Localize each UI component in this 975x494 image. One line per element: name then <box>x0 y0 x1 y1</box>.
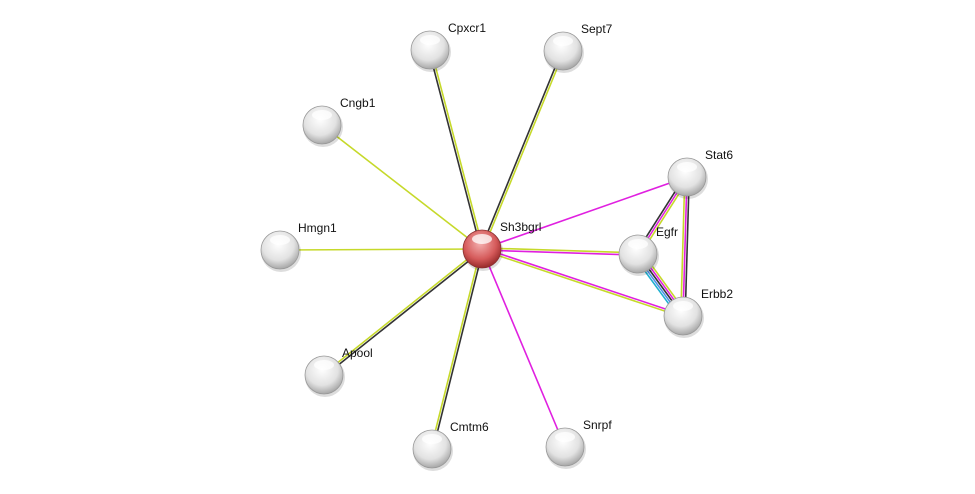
edge-evidence-textmining <box>481 249 683 318</box>
node-highlight <box>673 301 693 311</box>
node-highlight <box>422 434 442 444</box>
edge-sh3bgrl-stat6[interactable] <box>481 176 688 250</box>
edge-evidence-textmining <box>321 124 483 250</box>
node-cngb1[interactable]: Cngb1 <box>302 96 376 147</box>
node-cpxcr1[interactable]: Cpxcr1 <box>410 21 486 72</box>
edge-sh3bgrl-egfr[interactable] <box>481 247 639 256</box>
node-label: Erbb2 <box>701 287 733 301</box>
edge-evidence-coexpression <box>324 249 484 377</box>
edge-sh3bgrl-apool[interactable] <box>322 247 484 377</box>
edge-evidence-experiments <box>481 248 566 448</box>
node-highlight <box>312 110 332 120</box>
node-label: Sh3bgrl <box>500 220 541 234</box>
edge-sh3bgrl-cngb1[interactable] <box>321 124 483 250</box>
edge-sh3bgrl-sept7[interactable] <box>480 50 565 250</box>
edge-evidence-experiments <box>682 176 688 317</box>
node-stat6[interactable]: Stat6 <box>667 148 733 199</box>
node-label: Cmtm6 <box>450 420 489 434</box>
node-highlight <box>472 234 492 244</box>
edge-evidence-coexpression <box>432 249 484 450</box>
node-highlight <box>314 360 334 370</box>
edge-evidence-textmining <box>680 176 686 316</box>
node-label: Apool <box>342 346 373 360</box>
edge-evidence-textmining <box>482 247 639 254</box>
node-label: Sept7 <box>581 22 613 36</box>
edge-evidence-textmining <box>482 51 565 250</box>
edge-sh3bgrl-hmgn1[interactable] <box>279 248 483 251</box>
node-highlight <box>555 432 575 442</box>
node-highlight <box>270 235 290 245</box>
node-sh3bgrl[interactable]: Sh3bgrl <box>462 220 541 271</box>
edge-evidence-coexpression <box>428 50 482 250</box>
node-highlight <box>420 35 440 45</box>
node-label: Cpxcr1 <box>448 21 486 35</box>
edge-sh3bgrl-erbb2[interactable] <box>481 247 684 318</box>
edge-sh3bgrl-cmtm6[interactable] <box>430 248 484 450</box>
edge-evidence-coexpression <box>684 177 690 317</box>
edge-evidence-experiments <box>481 249 638 256</box>
node-hmgn1[interactable]: Hmgn1 <box>260 221 337 272</box>
node-egfr[interactable]: Egfr <box>618 225 678 276</box>
node-label: Snrpf <box>583 418 612 432</box>
edge-evidence-textmining <box>430 49 484 249</box>
node-highlight <box>677 162 697 172</box>
node-label: Stat6 <box>705 148 733 162</box>
node-label: Egfr <box>656 225 678 239</box>
edge-evidence-textmining <box>279 248 483 251</box>
edge-evidence-experiments <box>482 247 684 316</box>
edge-sh3bgrl-snrpf[interactable] <box>481 248 566 448</box>
edge-evidence-textmining <box>430 248 482 449</box>
edge-stat6-erbb2[interactable] <box>680 176 690 317</box>
edge-evidence-textmining <box>322 247 482 375</box>
node-erbb2[interactable]: Erbb2 <box>663 287 733 338</box>
node-apool[interactable]: Apool <box>304 346 373 397</box>
edge-sh3bgrl-cpxcr1[interactable] <box>428 49 484 250</box>
node-highlight <box>628 239 648 249</box>
node-highlight <box>553 36 573 46</box>
edge-evidence-experiments <box>481 176 688 250</box>
edge-evidence-coexpression <box>480 50 563 249</box>
node-label: Cngb1 <box>340 96 376 110</box>
node-label: Hmgn1 <box>298 221 337 235</box>
node-snrpf[interactable]: Snrpf <box>545 418 612 469</box>
node-sept7[interactable]: Sept7 <box>543 22 613 73</box>
node-cmtm6[interactable]: Cmtm6 <box>412 420 489 471</box>
